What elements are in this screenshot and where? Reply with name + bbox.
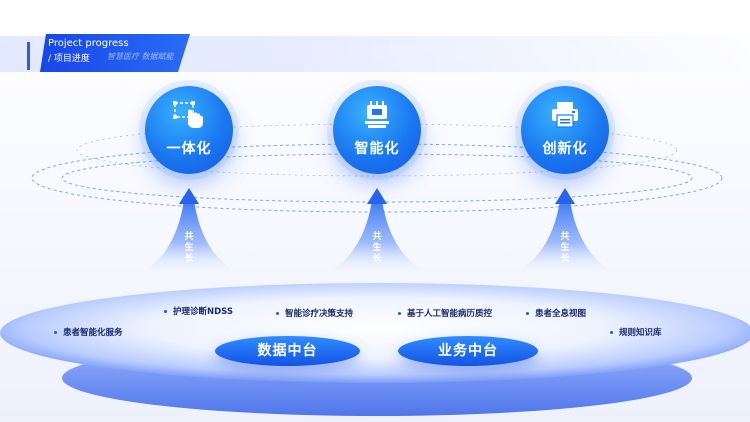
chip-icon bbox=[365, 101, 389, 128]
growth-flame bbox=[125, 200, 255, 278]
service-label: 患者智能化服务 bbox=[63, 328, 123, 338]
bullet-dot bbox=[54, 331, 57, 334]
bullet-dot bbox=[610, 331, 613, 334]
orbit-ring bbox=[76, 123, 678, 177]
header-title-box bbox=[40, 34, 190, 72]
touch-select-icon bbox=[173, 101, 203, 128]
arrow-up-icon bbox=[367, 188, 387, 204]
platform-business: 业务中台 bbox=[398, 336, 538, 366]
header-title-en: Project progress bbox=[48, 38, 129, 49]
service-item: 患者智能化服务 bbox=[54, 326, 123, 338]
arrow-up-icon bbox=[179, 188, 199, 204]
service-label: 患者全息视图 bbox=[535, 309, 587, 319]
service-label: 智能诊疗决策支持 bbox=[285, 309, 354, 319]
arrow-up-icon bbox=[555, 188, 575, 204]
pillar-label: 创新化 bbox=[542, 141, 588, 157]
growth-label: 共生长 bbox=[184, 232, 194, 264]
service-label: 规则知识库 bbox=[619, 328, 662, 338]
service-item: 智能诊疗决策支持 bbox=[276, 307, 353, 319]
bullet-dot bbox=[164, 310, 167, 313]
growth-flame bbox=[312, 200, 442, 278]
pillar-label: 智能化 bbox=[354, 141, 400, 157]
header-accent bbox=[27, 42, 35, 70]
platform-disk-top bbox=[0, 283, 750, 383]
pillar-label: 一体化 bbox=[166, 141, 212, 157]
pillar-intelligence: 智能化 bbox=[333, 86, 421, 174]
platform-data: 数据中台 bbox=[215, 336, 360, 366]
printer-icon bbox=[552, 102, 578, 128]
service-item: 规则知识库 bbox=[610, 326, 662, 338]
pillar-integration: 一体化 bbox=[145, 86, 233, 174]
growth-flame bbox=[500, 200, 630, 278]
service-item: 护理诊断NDSS bbox=[164, 305, 233, 317]
pillar-innovation: 创新化 bbox=[521, 86, 609, 174]
bullet-dot bbox=[398, 312, 401, 315]
growth-label: 共生长 bbox=[372, 232, 382, 264]
service-label: 护理诊断NDSS bbox=[173, 307, 234, 317]
bullet-dot bbox=[276, 312, 279, 315]
service-label: 基于人工智能病历质控 bbox=[407, 309, 493, 319]
header-tags: 智慧医疗 数据赋能 bbox=[107, 52, 174, 61]
service-item: 患者全息视图 bbox=[526, 307, 586, 319]
growth-label: 共生长 bbox=[560, 232, 570, 264]
header-title-zh: / 项目进度 bbox=[48, 54, 90, 64]
bullet-dot bbox=[526, 312, 529, 315]
service-item: 基于人工智能病历质控 bbox=[398, 307, 492, 319]
